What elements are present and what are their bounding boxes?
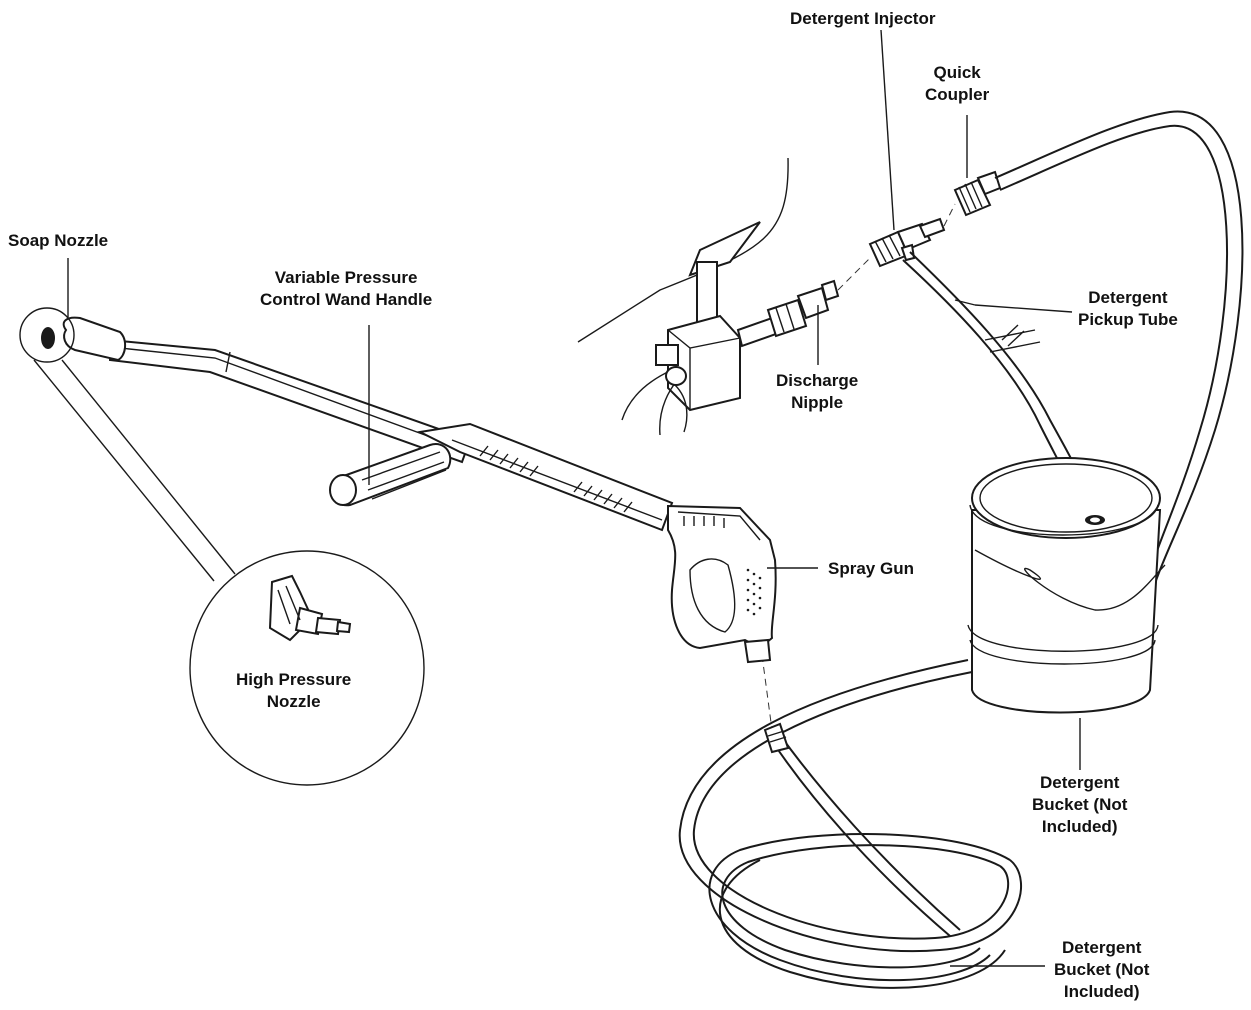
label-spray-gun: Spray Gun	[828, 558, 914, 580]
pressure-washer-pump-illustration	[577, 157, 789, 436]
label-soap-nozzle-text: Soap Nozzle	[8, 231, 109, 250]
label-detergent-pickup-tube: Detergent Pickup Tube	[1078, 287, 1178, 331]
label-discharge-nipple-line1: Discharge	[776, 371, 859, 390]
label-soap-nozzle: Soap Nozzle	[8, 230, 108, 252]
detergent-injector	[868, 217, 946, 268]
label-spray-gun-text: Spray Gun	[828, 559, 914, 578]
label-wand-handle-line2: Control Wand Handle	[260, 290, 433, 309]
label-pickup-tube-line1: Detergent	[1088, 288, 1168, 307]
label-hp-nozzle-line1: High Pressure	[236, 670, 352, 689]
detergent-hose-to-coupler	[994, 110, 1244, 601]
coiled-hose	[678, 659, 1023, 989]
label-bucket-line3: Included)	[1041, 817, 1118, 836]
label-hose-line1: Detergent	[1062, 938, 1142, 957]
label-wand-handle: Variable Pressure Control Wand Handle	[260, 267, 432, 311]
label-bucket-line1: Detergent	[1040, 773, 1120, 792]
label-bucket-line2: Bucket (Not	[1032, 795, 1128, 814]
label-pickup-tube-line2: Pickup Tube	[1078, 310, 1178, 329]
discharge-nipple	[736, 279, 840, 348]
label-hose-line3: Included)	[1063, 982, 1140, 1001]
label-detergent-bucket: Detergent Bucket (Not Included)	[1032, 772, 1127, 838]
quick-coupler	[953, 170, 1002, 217]
label-hose: Detergent Bucket (Not Included)	[1054, 937, 1149, 1003]
label-discharge-nipple: Discharge Nipple	[776, 370, 858, 414]
label-high-pressure-nozzle: High Pressure Nozzle	[236, 669, 351, 713]
spray-gun	[667, 504, 777, 664]
leader-lines	[67, 29, 1081, 967]
label-detergent-injector: Detergent Injector	[790, 8, 935, 30]
high-pressure-nozzle-inset	[19, 307, 425, 786]
label-quick-coupler: Quick Coupler	[925, 62, 989, 106]
detergent-bucket	[967, 457, 1166, 714]
label-wand-handle-line1: Variable Pressure	[274, 268, 418, 287]
label-discharge-nipple-line2: Nipple	[791, 393, 844, 412]
spray-wand	[41, 316, 674, 532]
label-detergent-injector-text: Detergent Injector	[790, 9, 936, 28]
label-quick-coupler-line1: Quick	[933, 63, 981, 82]
label-hose-line2: Bucket (Not	[1054, 960, 1150, 979]
label-quick-coupler-line2: Coupler	[925, 85, 990, 104]
label-hp-nozzle-line2: Nozzle	[266, 692, 321, 711]
